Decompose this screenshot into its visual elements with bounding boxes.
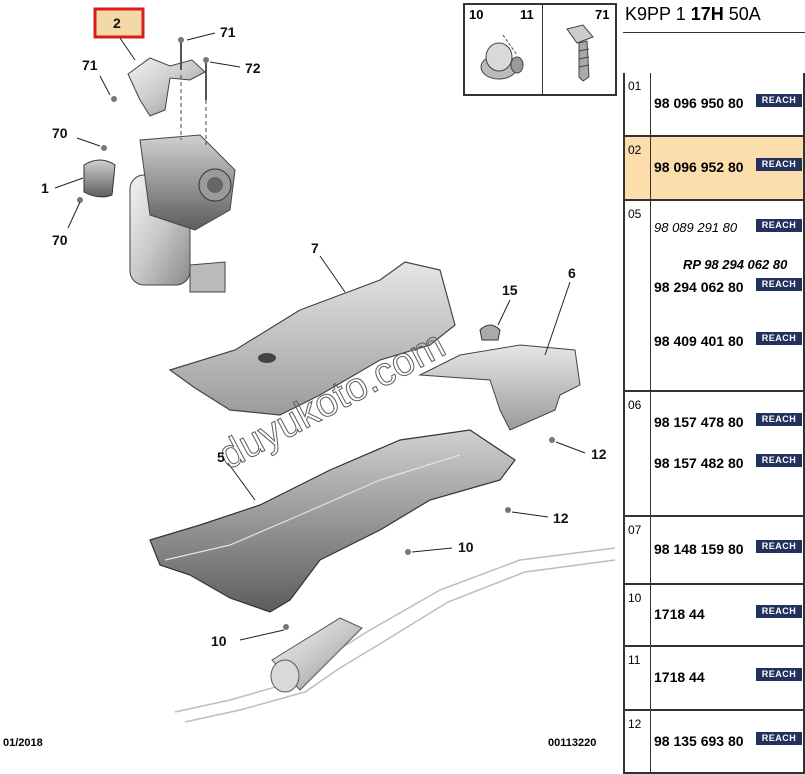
row-divider — [650, 137, 651, 199]
parts-row[interactable]: 06 98 157 478 80 REACH 98 157 482 80 REACH — [625, 392, 803, 517]
reach-badge: REACH — [756, 332, 802, 345]
callout-10-middle: 10 — [458, 539, 474, 555]
reach-badge: REACH — [756, 454, 802, 467]
reach-badge: REACH — [756, 732, 802, 745]
callout-15: 15 — [502, 282, 518, 298]
callout-6: 6 — [568, 265, 576, 281]
engine-code: K9PP 1 17H 50A — [625, 4, 761, 24]
callout-1: 1 — [41, 180, 49, 196]
callout-12-upper: 12 — [591, 446, 607, 462]
reach-badge: REACH — [756, 668, 802, 681]
washer-nut-cell: 10 11 — [465, 5, 543, 94]
leader-lines — [54, 32, 586, 641]
nut-10-middle — [405, 549, 411, 555]
row-index: 05 — [628, 207, 642, 221]
parts-row[interactable]: 12 98 135 693 80 REACH — [625, 711, 803, 774]
nut-12-upper — [549, 437, 555, 443]
part-number[interactable]: 98 157 478 80 — [654, 414, 744, 430]
washer-nut-icon — [480, 34, 524, 80]
row-index: 07 — [628, 523, 642, 537]
part-number[interactable]: 98 409 401 80 — [654, 333, 744, 349]
date-code: 01/2018 — [3, 737, 43, 749]
parts-row[interactable]: 05 98 089 291 80 REACH RP 98 294 062 80 98 2… — [625, 201, 803, 392]
hardware-label-10: 10 — [469, 7, 484, 22]
row-divider — [650, 647, 651, 709]
hardware-inset: 10 11 71 — [463, 3, 617, 96]
diagram-reference-code: 00113220 — [548, 737, 597, 749]
part-number[interactable]: 98 096 952 80 — [654, 159, 744, 175]
part-15-clip — [479, 324, 501, 341]
row-divider — [650, 711, 651, 772]
nut-12-lower — [505, 507, 511, 513]
reach-badge: REACH — [756, 219, 802, 232]
screw-cell: 71 — [543, 5, 615, 94]
bolt-70-bottom — [77, 197, 83, 203]
reach-badge: REACH — [756, 605, 802, 618]
part-number[interactable]: 98 135 693 80 — [654, 733, 744, 749]
row-divider — [650, 517, 651, 583]
row-divider — [650, 73, 651, 135]
row-divider — [650, 392, 651, 515]
exploded-parts-diagram: duyukoto.com 2 71 72 71 70 1 70 7 15 6 5… — [41, 7, 616, 723]
header-divider — [623, 32, 805, 33]
reach-badge: REACH — [756, 158, 802, 171]
row-index: 01 — [628, 79, 642, 93]
callout-70-bottom: 70 — [52, 232, 68, 248]
nut-10-lower — [283, 624, 289, 630]
part-7-upper-heat-shield — [168, 261, 456, 416]
screw-icon — [566, 24, 594, 82]
catalyst-dpf-assembly — [129, 75, 236, 293]
parts-row[interactable]: 01 98 096 950 80 REACH — [625, 73, 803, 137]
callout-10-lower: 10 — [211, 633, 227, 649]
row-index: 02 — [628, 143, 642, 157]
part-number[interactable]: RP 98 294 062 80 — [683, 257, 788, 272]
callout-70-top: 70 — [52, 125, 68, 141]
callout-12-lower: 12 — [553, 510, 569, 526]
parts-row[interactable]: 10 1718 44 REACH — [625, 585, 803, 647]
exhaust-pipe-outline — [174, 547, 616, 723]
part-2-bracket — [127, 57, 206, 117]
row-index: 06 — [628, 398, 642, 412]
selected-callout-frame — [93, 7, 145, 39]
row-divider — [650, 585, 651, 645]
row-index: 10 — [628, 591, 642, 605]
row-index: 11 — [628, 653, 641, 667]
parts-row[interactable]: 07 98 148 159 80 REACH — [625, 517, 803, 585]
callout-5: 5 — [217, 449, 225, 465]
nut-71-left — [111, 96, 117, 102]
part-5-lower-heat-shield — [149, 429, 516, 613]
part-1-clamp — [83, 159, 116, 198]
parts-reference-panel: K9PP 1 17H 50A 01 98 096 950 80 REACH 02 98 … — [623, 0, 805, 774]
callout-71-left: 71 — [82, 57, 98, 73]
part-number[interactable]: 98 089 291 80 — [654, 220, 738, 235]
parts-row[interactable]: 11 1718 44 REACH — [625, 647, 803, 711]
silencer — [270, 617, 363, 693]
part-number[interactable]: 1718 44 — [654, 606, 705, 622]
reach-badge: REACH — [756, 278, 802, 291]
part-number[interactable]: 98 096 950 80 — [654, 95, 744, 111]
callout-2: 2 — [113, 15, 121, 31]
parts-rows: 01 98 096 950 80 REACH 02 98 096 952 80 REACH… — [623, 73, 805, 774]
reach-badge: REACH — [756, 94, 802, 107]
part-number[interactable]: 98 148 159 80 — [654, 541, 744, 557]
reach-badge: REACH — [756, 413, 802, 426]
reach-badge: REACH — [756, 540, 802, 553]
part-number[interactable]: 1718 44 — [654, 669, 705, 685]
row-divider — [650, 201, 651, 390]
parts-row[interactable]: 02 98 096 952 80 REACH — [625, 137, 803, 201]
part-number[interactable]: 98 157 482 80 — [654, 455, 744, 471]
hardware-label-71: 71 — [595, 7, 610, 22]
part-6-side-heat-shield — [418, 344, 581, 431]
callout-7: 7 — [311, 240, 319, 256]
row-index: 12 — [628, 717, 642, 731]
bolt-70-top — [101, 145, 107, 151]
part-number[interactable]: 98 294 062 80 — [654, 279, 744, 295]
hardware-label-11: 11 — [520, 7, 534, 22]
callout-71-top: 71 — [220, 24, 236, 40]
callout-72: 72 — [245, 60, 261, 76]
